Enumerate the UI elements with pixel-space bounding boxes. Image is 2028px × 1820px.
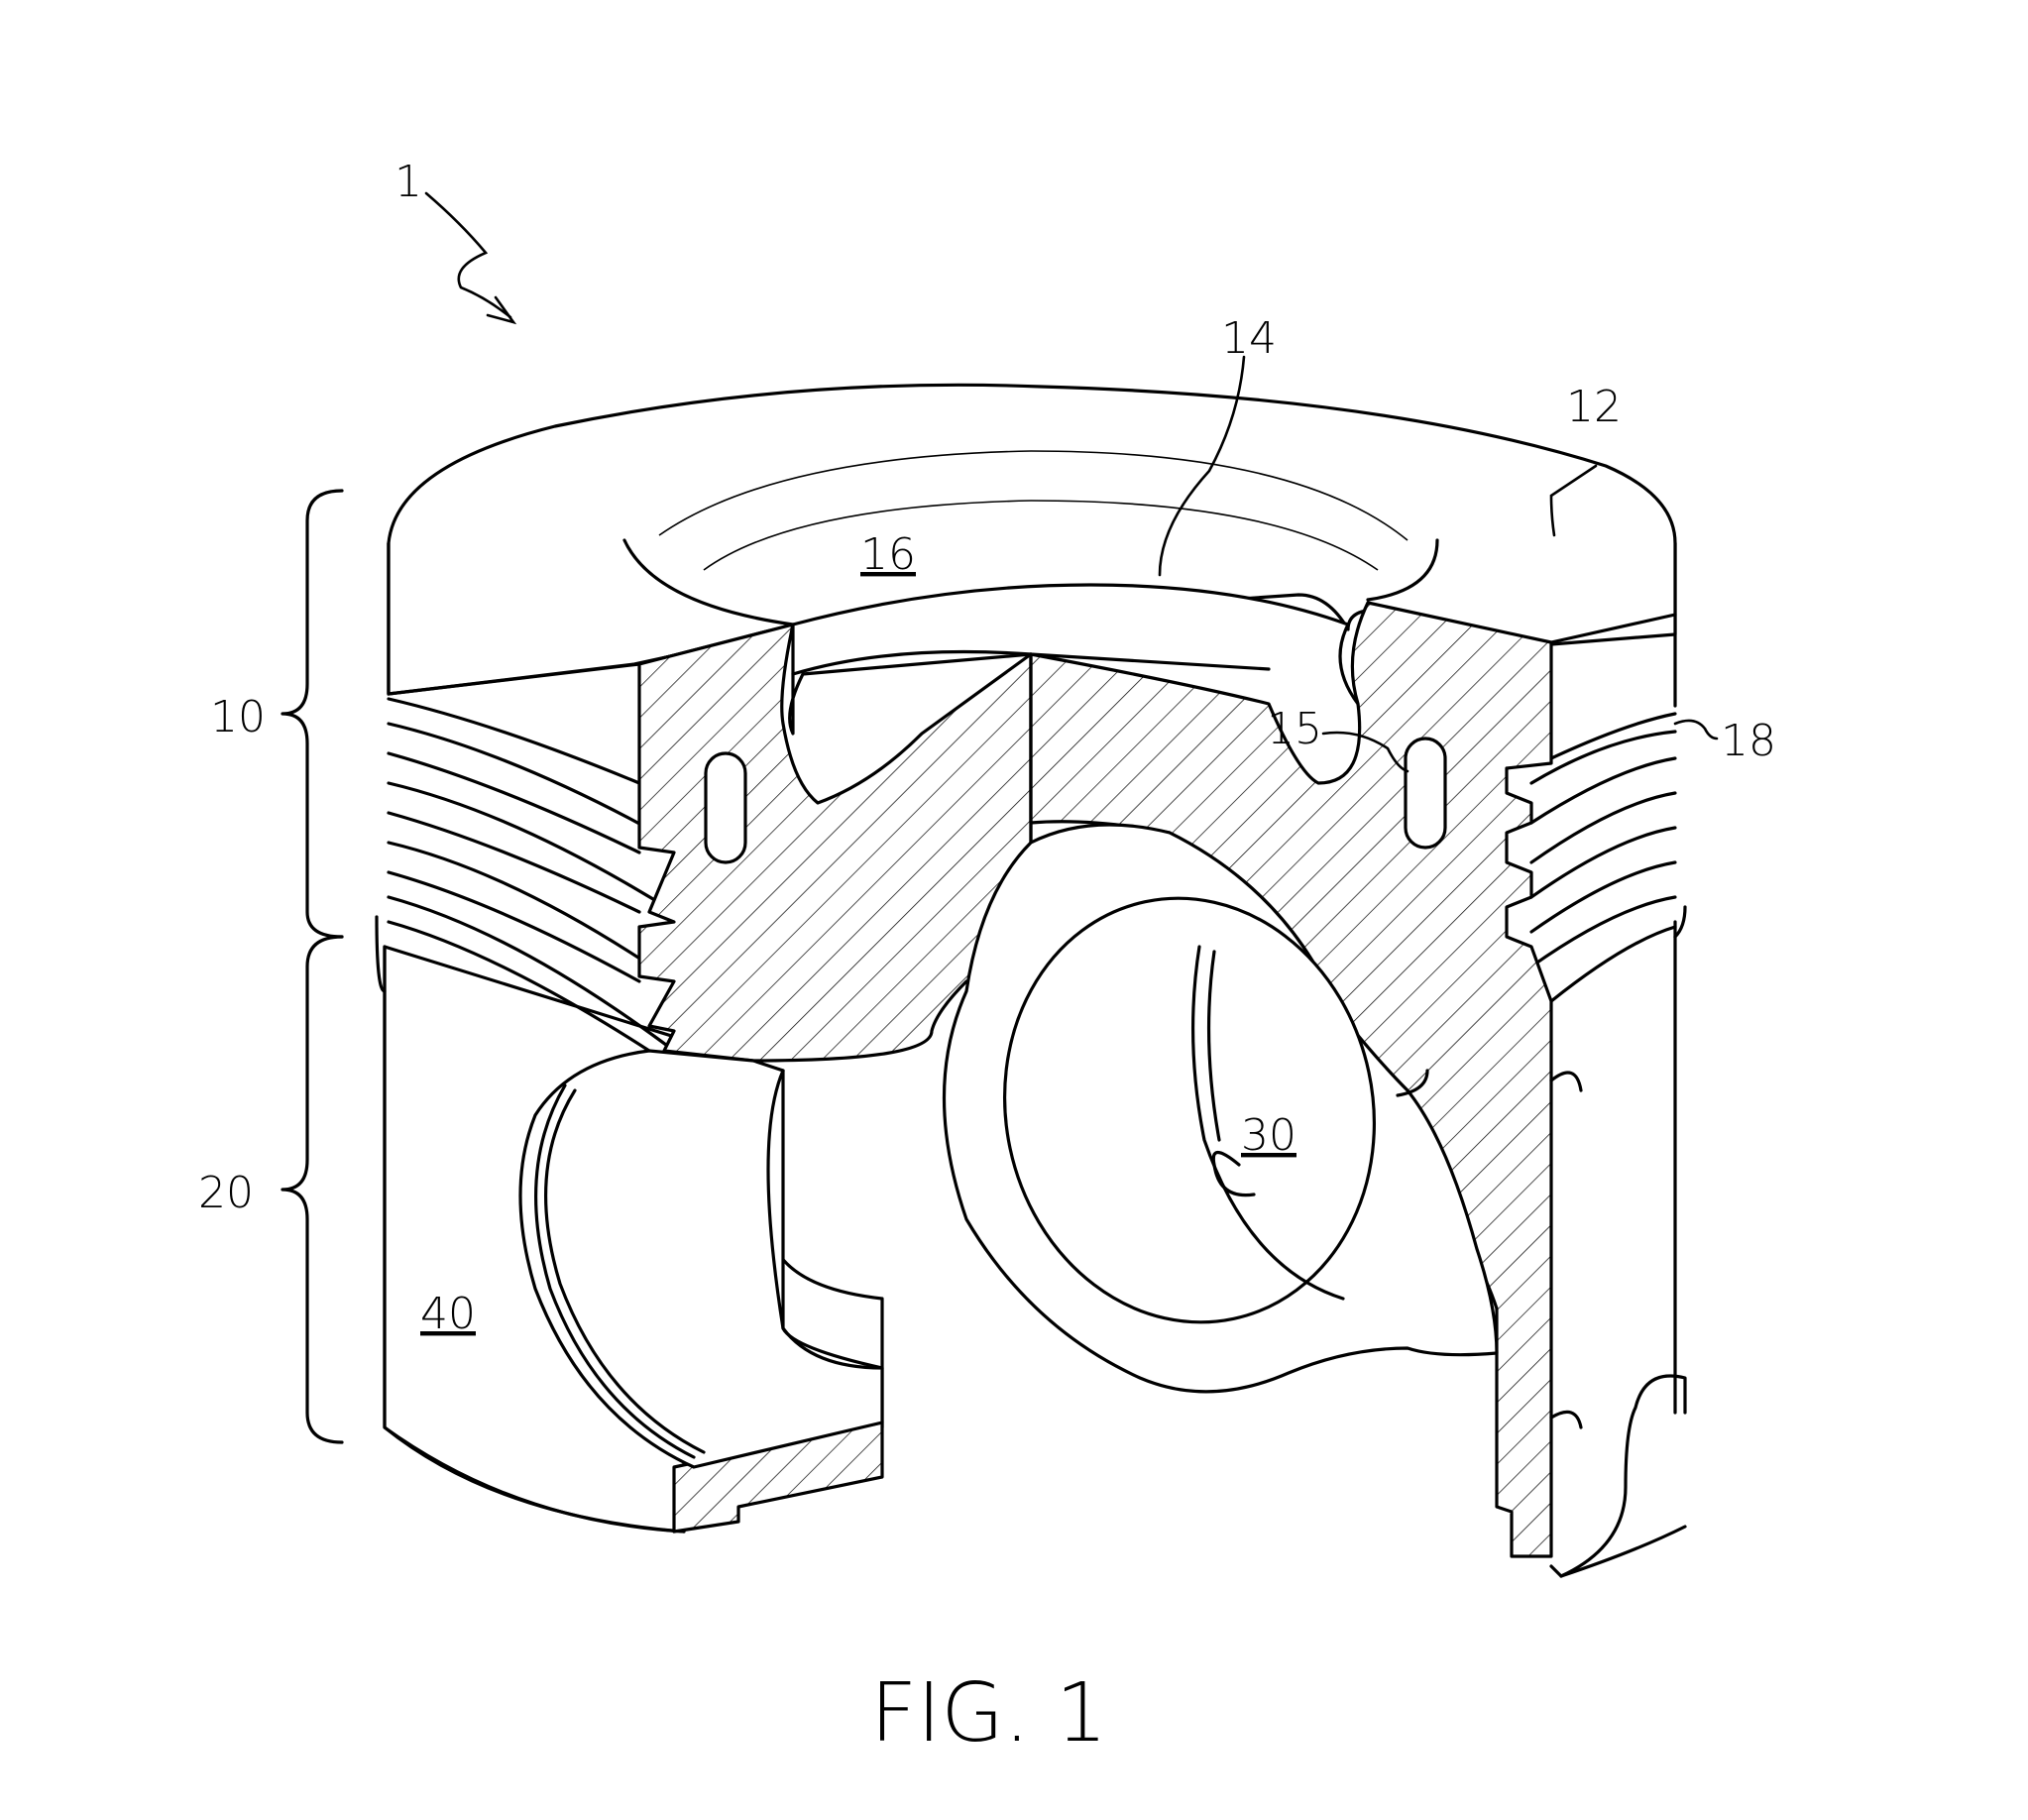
label-30: 30 xyxy=(1241,1110,1296,1161)
figure-caption: FIG. 1 xyxy=(870,1666,1107,1761)
label-15: 15 xyxy=(1267,704,1322,754)
label-16: 16 xyxy=(860,529,916,580)
label-1: 1 xyxy=(394,157,422,207)
brace-crown xyxy=(282,491,342,937)
label-18: 18 xyxy=(1721,716,1776,766)
label-40: 40 xyxy=(420,1289,476,1339)
brace-skirt xyxy=(282,937,342,1442)
label-10: 10 xyxy=(210,692,266,742)
label-14: 14 xyxy=(1221,313,1277,364)
skirt-right-edge xyxy=(1551,1073,1685,1576)
label-20: 20 xyxy=(198,1168,254,1218)
label-12: 12 xyxy=(1566,382,1622,432)
leader-18 xyxy=(1675,721,1717,739)
